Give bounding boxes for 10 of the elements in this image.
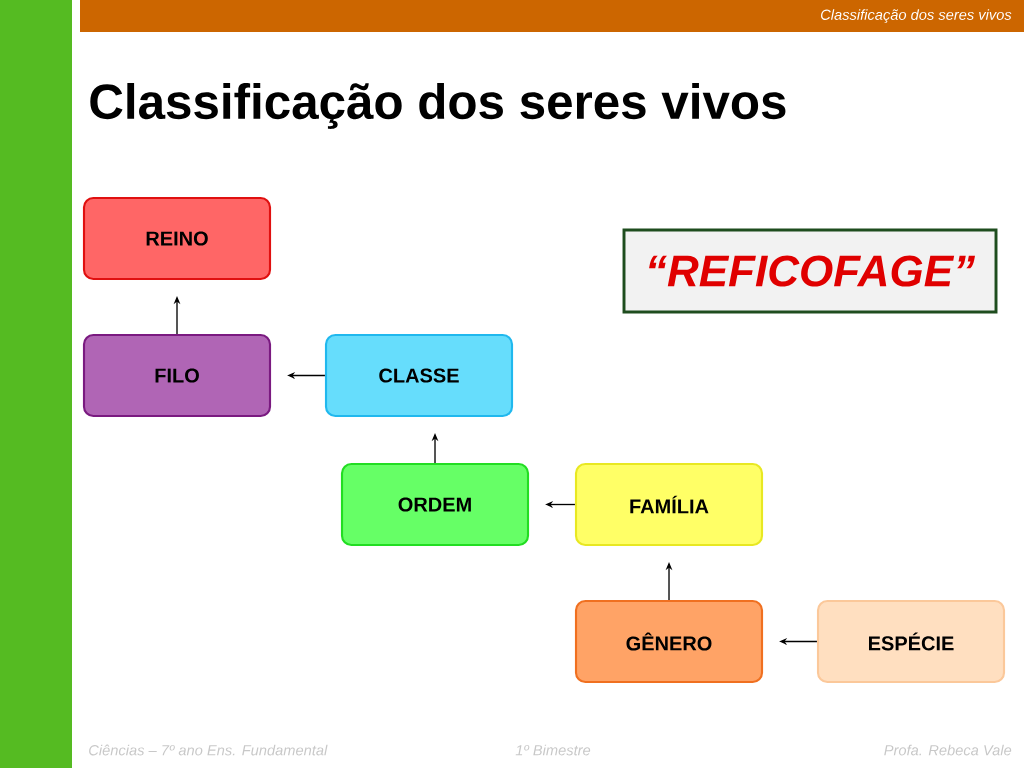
mnemonic-box: “REFICOFAGE”: [622, 228, 998, 314]
rank-box: REINO: [82, 196, 272, 281]
rank-box: ORDEM: [340, 462, 530, 547]
rank-box: ESPÉCIE: [816, 599, 1006, 684]
title: Classificação dos seres vivos: [90, 83, 786, 129]
rank-box: CLASSE: [324, 333, 514, 418]
rank-box: FILO: [82, 333, 272, 418]
rank-box: GÊNERO: [574, 599, 764, 684]
rank-box: FAMÍLIA: [574, 462, 764, 547]
header-text: Classificação dos seres vivos: [821, 9, 1012, 23]
